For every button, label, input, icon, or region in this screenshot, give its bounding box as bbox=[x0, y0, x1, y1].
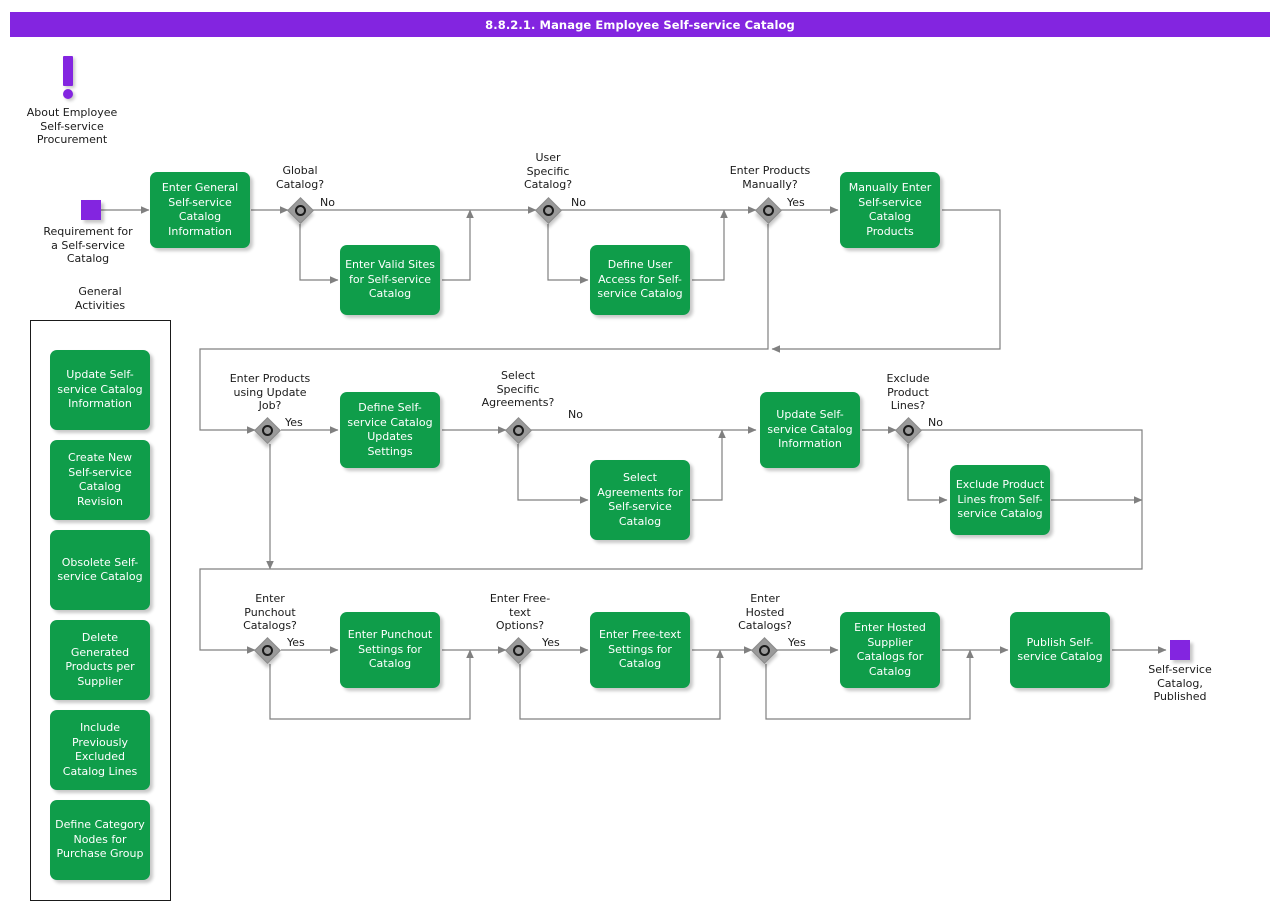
task-exclude-product-lines[interactable]: Exclude Product Lines from Self- service… bbox=[950, 465, 1050, 535]
gateway-ring-icon bbox=[543, 205, 554, 216]
page-title: 8.8.2.1. Manage Employee Self-service Ca… bbox=[10, 12, 1270, 37]
general-activity-obsolete-catalog[interactable]: Obsolete Self- service Catalog bbox=[50, 530, 150, 610]
edge-label-hosted: Yes bbox=[788, 636, 806, 649]
about-info-label: About Employee Self-service Procurement bbox=[26, 106, 118, 146]
gateway-enter-free-text-options[interactable] bbox=[505, 637, 536, 668]
gateway-enter-products-update-job[interactable] bbox=[254, 417, 285, 448]
task-enter-valid-sites[interactable]: Enter Valid Sites for Self-service Catal… bbox=[340, 245, 440, 315]
task-define-user-access[interactable]: Define User Access for Self- service Cat… bbox=[590, 245, 690, 315]
gateway-ring-icon bbox=[513, 425, 524, 436]
general-activity-delete-generated-products[interactable]: Delete Generated Products per Supplier bbox=[50, 620, 150, 700]
about-info-marker[interactable] bbox=[55, 56, 89, 100]
end-event-label: Self-service Catalog, Published bbox=[1148, 663, 1212, 703]
general-activity-update-info[interactable]: Update Self- service Catalog Information bbox=[50, 350, 150, 430]
gateway-punchout-label: Enter Punchout Catalogs? bbox=[243, 592, 297, 632]
exclamation-mark-icon bbox=[63, 56, 73, 86]
task-define-catalog-updates-settings[interactable]: Define Self- service Catalog Updates Set… bbox=[340, 392, 440, 468]
task-enter-punchout-settings[interactable]: Enter Punchout Settings for Catalog bbox=[340, 612, 440, 688]
gateway-products-manually-label: Enter Products Manually? bbox=[729, 164, 811, 191]
edge-label-punchout: Yes bbox=[287, 636, 305, 649]
gateway-enter-hosted-catalogs[interactable] bbox=[751, 637, 782, 668]
gateway-specific-agreements-label: Select Specific Agreements? bbox=[481, 369, 555, 409]
start-event-icon[interactable] bbox=[81, 200, 101, 220]
general-activities-title: General Activities bbox=[74, 285, 126, 312]
exclamation-dot-icon bbox=[63, 89, 73, 99]
gateway-global-catalog-label: Global Catalog? bbox=[275, 164, 325, 191]
gateway-global-catalog[interactable] bbox=[287, 197, 318, 228]
general-activity-create-revision[interactable]: Create New Self-service Catalog Revision bbox=[50, 440, 150, 520]
gateway-enter-punchout-catalogs[interactable] bbox=[254, 637, 285, 668]
task-publish-catalog[interactable]: Publish Self- service Catalog bbox=[1010, 612, 1110, 688]
task-update-catalog-information[interactable]: Update Self- service Catalog Information bbox=[760, 392, 860, 468]
gateway-enter-products-manually[interactable] bbox=[755, 197, 786, 228]
end-event-icon[interactable] bbox=[1170, 640, 1190, 660]
edge-label-freetext: Yes bbox=[542, 636, 560, 649]
task-enter-free-text-settings[interactable]: Enter Free-text Settings for Catalog bbox=[590, 612, 690, 688]
gateway-hosted-label: Enter Hosted Catalogs? bbox=[738, 592, 792, 632]
gateway-ring-icon bbox=[295, 205, 306, 216]
gateway-select-specific-agreements[interactable] bbox=[505, 417, 536, 448]
gateway-ring-icon bbox=[262, 425, 273, 436]
gateway-exclude-product-lines-label: Exclude Product Lines? bbox=[886, 372, 930, 412]
gateway-ring-icon bbox=[262, 645, 273, 656]
start-event-label: Requirement for a Self-service Catalog bbox=[43, 225, 133, 265]
edge-label-specific-agreements: No bbox=[568, 408, 583, 421]
gateway-exclude-product-lines[interactable] bbox=[895, 417, 926, 448]
general-activity-define-category-nodes[interactable]: Define Category Nodes for Purchase Group bbox=[50, 800, 150, 880]
general-activity-include-excluded-lines[interactable]: Include Previously Excluded Catalog Line… bbox=[50, 710, 150, 790]
edge-label-products-manually: Yes bbox=[787, 196, 805, 209]
gateway-ring-icon bbox=[763, 205, 774, 216]
task-manually-enter-products[interactable]: Manually Enter Self-service Catalog Prod… bbox=[840, 172, 940, 248]
gateway-ring-icon bbox=[903, 425, 914, 436]
gateway-user-specific-label: User Specific Catalog? bbox=[523, 151, 573, 191]
gateway-freetext-label: Enter Free- text Options? bbox=[489, 592, 551, 632]
edge-label-global-catalog: No bbox=[320, 196, 335, 209]
gateway-user-specific-catalog[interactable] bbox=[535, 197, 566, 228]
task-enter-hosted-supplier-catalogs[interactable]: Enter Hosted Supplier Catalogs for Catal… bbox=[840, 612, 940, 688]
task-select-agreements[interactable]: Select Agreements for Self-service Catal… bbox=[590, 460, 690, 540]
gateway-update-job-label: Enter Products using Update Job? bbox=[229, 372, 311, 412]
gateway-ring-icon bbox=[759, 645, 770, 656]
edge-label-update-job: Yes bbox=[285, 416, 303, 429]
edge-label-exclude-product-lines: No bbox=[928, 416, 943, 429]
edge-label-user-specific: No bbox=[571, 196, 586, 209]
gateway-ring-icon bbox=[513, 645, 524, 656]
task-enter-general-catalog-information[interactable]: Enter General Self-service Catalog Infor… bbox=[150, 172, 250, 248]
